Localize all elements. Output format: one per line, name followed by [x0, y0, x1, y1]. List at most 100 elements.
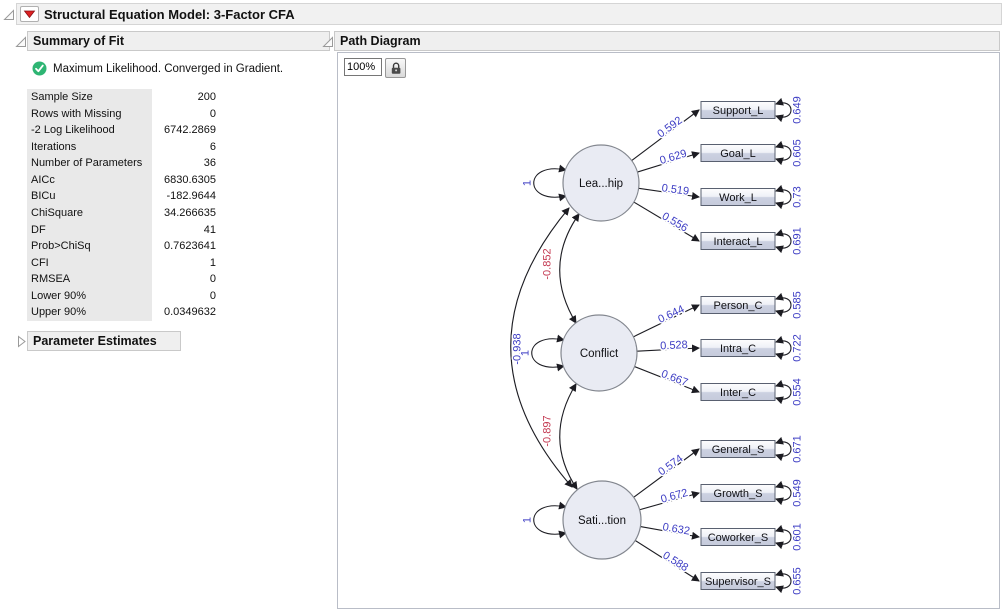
disclosure-triangle-summary[interactable]	[15, 35, 27, 47]
parameter-estimates-title: Parameter Estimates	[33, 334, 157, 348]
fit-row: Upper 90%0.0349632	[27, 304, 216, 321]
fit-stat-label: Sample Size	[27, 89, 152, 106]
indicator-box-Person_C[interactable]	[700, 296, 776, 314]
loading-label: 0.667	[659, 368, 689, 389]
fit-stat-label: Number of Parameters	[27, 155, 152, 172]
zoom-level-input[interactable]	[344, 58, 382, 76]
error-variance-label: 0.655	[792, 567, 804, 595]
error-variance-label: 0.73	[792, 186, 804, 207]
loading-label: 0.574	[656, 453, 685, 479]
path-diagram-title: Path Diagram	[340, 34, 421, 48]
fit-row: CFI 1	[27, 254, 216, 272]
path-diagram[interactable]: Support_LGoal_LWork_LInteract_LLea...hip…	[338, 53, 999, 608]
error-variance-label: 0.671	[792, 435, 804, 463]
factor-variance-label: 1	[522, 517, 534, 523]
loading-edge	[631, 109, 700, 162]
fit-stat-label: Upper 90%	[27, 304, 152, 321]
error-variance-label: 0.549	[792, 479, 804, 507]
loading-label: 0.588	[660, 549, 690, 574]
indicator-label: Inter_C	[720, 387, 756, 399]
green-check-icon	[32, 61, 47, 76]
error-variance-label: 0.722	[792, 334, 804, 362]
indicator-label: General_S	[712, 444, 765, 456]
loading-label: 0.592	[655, 114, 684, 140]
error-self-loop	[775, 184, 792, 210]
fit-stat-value: 0	[209, 289, 216, 302]
fit-stat-value: 1	[209, 256, 216, 269]
fit-stat-label: Prob>ChiSq	[27, 238, 152, 255]
error-variance-label: 0.691	[792, 227, 804, 255]
fit-stat-label: Lower 90%	[27, 287, 152, 305]
factor-label: Sati...tion	[578, 515, 626, 527]
convergence-status: Maximum Likelihood. Converged in Gradien…	[32, 61, 283, 76]
loading-edge	[636, 344, 700, 353]
fit-stat-label: CFI	[27, 254, 152, 272]
indicator-box-Work_L[interactable]	[700, 188, 776, 206]
factor-node-Satisfaction[interactable]	[562, 480, 642, 560]
covariance-label: -0.852	[542, 248, 554, 279]
fit-stat-label: ChiSquare	[27, 204, 152, 222]
factor-label: Conflict	[580, 348, 619, 360]
error-self-loop	[775, 335, 792, 361]
disclosure-triangle-path-diagram[interactable]	[322, 35, 334, 47]
factor-node-Conflict[interactable]	[560, 314, 638, 392]
loading-edge	[638, 187, 700, 200]
covariance-arc	[559, 213, 580, 324]
indicator-label: Goal_L	[720, 148, 755, 160]
fit-row: Sample Size 200	[27, 89, 216, 106]
loading-label: 0.519	[661, 182, 690, 198]
loading-label: 0.632	[662, 521, 691, 537]
fit-row: Lower 90% 0	[27, 287, 216, 305]
covariance-label: -0.897	[542, 415, 554, 446]
indicator-box-Goal_L[interactable]	[700, 144, 776, 162]
indicator-box-Support_L[interactable]	[700, 101, 776, 119]
summary-of-fit-header[interactable]: Summary of Fit	[27, 31, 330, 51]
fit-stat-value: 41	[203, 223, 216, 236]
fit-row: Prob>ChiSq 0.7623641	[27, 238, 216, 255]
disclosure-triangle-parameter-estimates[interactable]	[15, 335, 27, 348]
loading-label: 0.528	[660, 339, 688, 352]
indicator-label: Support_L	[713, 105, 764, 117]
indicator-box-Inter_C[interactable]	[700, 383, 776, 401]
red-triangle-menu-button[interactable]	[20, 6, 39, 22]
fit-stat-value: 0.7623641	[164, 240, 216, 253]
indicator-label: Person_C	[714, 300, 763, 312]
fit-stat-value: 6	[209, 140, 216, 153]
disclosure-triangle-report[interactable]	[3, 8, 15, 20]
covariance-arc	[559, 383, 578, 490]
loading-edge	[639, 491, 700, 511]
parameter-estimates-header[interactable]: Parameter Estimates	[27, 331, 181, 351]
indicator-box-Growth_S[interactable]	[700, 484, 776, 502]
indicator-label: Interact_L	[714, 236, 763, 248]
error-self-loop	[775, 568, 792, 594]
lock-button[interactable]	[385, 58, 406, 78]
fit-stat-value: 200	[197, 91, 216, 103]
factor-node-Leadership[interactable]	[562, 144, 640, 222]
fit-stat-label: DF	[27, 221, 152, 239]
indicator-box-General_S[interactable]	[700, 440, 776, 458]
fit-stat-label: AICc	[27, 171, 152, 189]
indicator-label: Growth_S	[714, 488, 763, 500]
error-self-loop	[775, 97, 792, 123]
error-self-loop	[775, 524, 792, 550]
fit-stat-value: 36	[203, 157, 216, 170]
indicator-box-Coworker_S[interactable]	[700, 528, 776, 546]
factor-self-loop	[533, 164, 567, 202]
fit-stat-value: 6830.6305	[164, 173, 216, 186]
factor-variance-label: 1	[522, 180, 534, 186]
path-diagram-canvas[interactable]: Support_LGoal_LWork_LInteract_LLea...hip…	[337, 52, 1000, 609]
error-self-loop	[775, 140, 792, 166]
error-self-loop	[775, 292, 792, 318]
indicator-box-Intra_C[interactable]	[700, 339, 776, 357]
indicator-box-Interact_L[interactable]	[700, 232, 776, 250]
loading-label: 0.629	[658, 148, 688, 167]
fit-stat-value: 6742.2869	[164, 124, 216, 137]
fit-row: BICu-182.9644	[27, 188, 216, 205]
factor-variance-label: 1	[520, 350, 532, 356]
summary-of-fit-title: Summary of Fit	[33, 34, 124, 48]
path-diagram-header[interactable]: Path Diagram	[334, 31, 1000, 51]
loading-edge	[633, 304, 700, 338]
indicator-box-Supervisor_S[interactable]	[700, 572, 776, 590]
